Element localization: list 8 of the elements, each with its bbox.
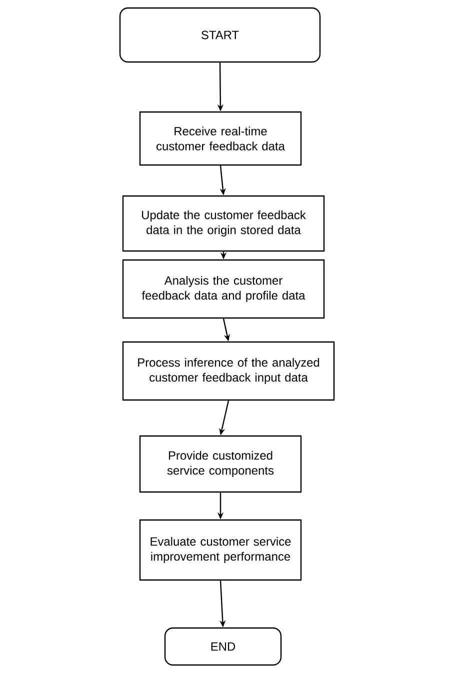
terminal-box: START [119,7,321,63]
terminal-box: END [164,627,282,666]
process-box: Update the customer feedback data in the origin stored data [122,195,325,252]
process-box: Evaluate customer service improvement performance [139,519,302,581]
process-box: Provide customized service components [139,435,302,493]
process-box: Receive real-time customer feedback data [139,111,302,166]
process-box: Analysis the customer feedback data and profile data [122,259,325,319]
process-box: Process inference of the analyzed customer feedback input data [122,341,335,401]
